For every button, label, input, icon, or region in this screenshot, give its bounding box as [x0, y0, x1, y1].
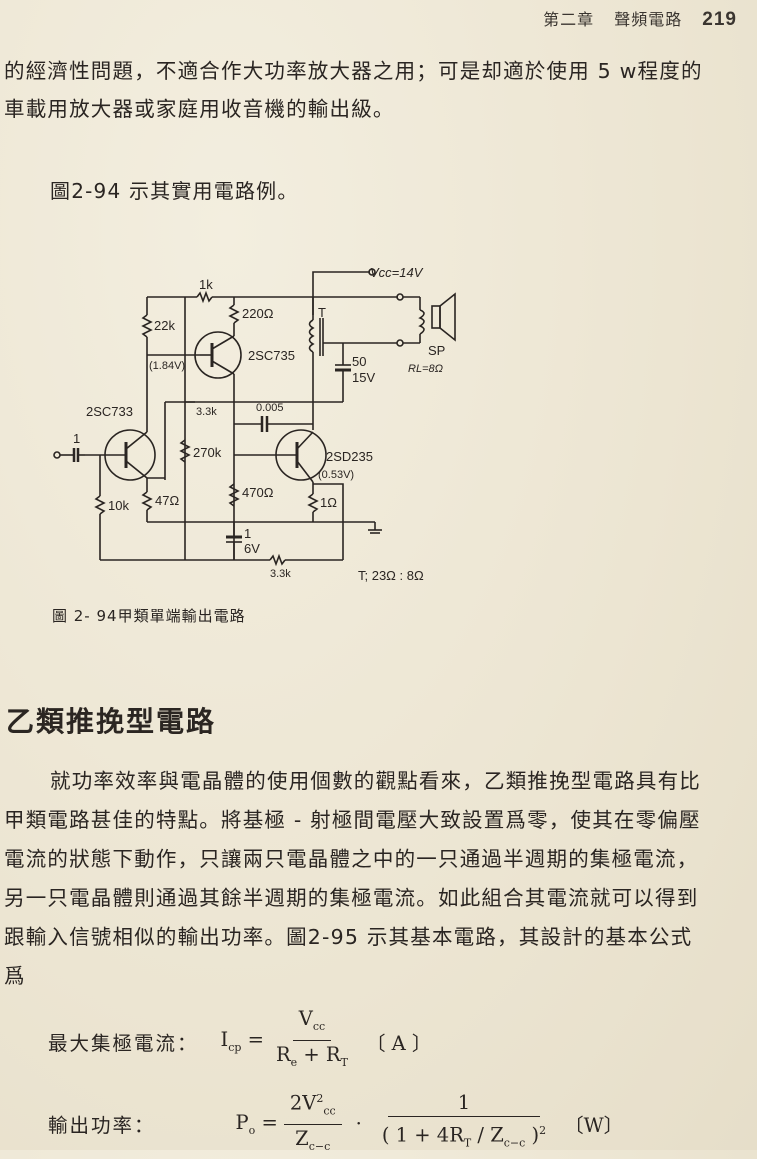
transistor-2sd235-label: 2SD235 [326, 449, 373, 464]
formula-label: 輸出功率： [48, 1114, 156, 1138]
unit: 〔 A 〕 [365, 1031, 432, 1055]
circuit-diagram: Vcc=14V 1k 220Ω 22k (1.84V) 2SC735 T 50 … [53, 265, 456, 583]
formula-lhs: Po = [235, 1110, 278, 1137]
chapter-number: 第二章 [543, 10, 595, 29]
resistor-22k-label: 22k [154, 318, 175, 333]
cap-0005-label: 0.005 [256, 402, 284, 414]
voltage-053-label: (0.53V) [318, 469, 354, 481]
resistor-270k-label: 270k [193, 445, 222, 460]
formula-output-power: 輸出功率： Po = 2V2cc Zc−c · 1 ( 1 + 4RT / Zc… [48, 1088, 623, 1159]
resistor-10k-label: 10k [108, 498, 129, 513]
resistor-3k3-bottom-label: 3.3k [270, 568, 291, 580]
figure-caption: 圖 2- 94甲類單端輸出電路 [52, 607, 246, 625]
transformer-ratio-label: T; 23Ω : 8Ω [358, 568, 424, 583]
section-title: 乙類推挽型電路 [6, 705, 217, 738]
formula-label: 最大集極電流： [48, 1031, 199, 1055]
transistor-2sc735-label: 2SC735 [248, 348, 295, 363]
transistor-2sc733-label: 2SC733 [86, 404, 133, 419]
resistor-470-label: 470Ω [242, 485, 274, 500]
text-line: 就功率效率與電晶體的使用個數的觀點看來，乙類推挽型電路具有比 [50, 769, 701, 793]
cap-15v-label: 15V [352, 370, 375, 385]
page-number: 219 [702, 9, 737, 30]
text-line: 跟輸入信號相似的輸出功率。圖2-95 示其基本電路，其設計的基本公式 [4, 925, 693, 949]
cap-6v-label: 6V [244, 541, 260, 556]
cap-1-label: 1 [244, 526, 251, 541]
formula-lhs: Icp = [220, 1028, 264, 1055]
section-paragraph: 就功率效率與電晶體的使用個數的觀點看來，乙類推挽型電路具有比 甲類電路甚佳的特點… [4, 762, 747, 996]
rl-label: RL=8Ω [408, 363, 443, 375]
text-line: 爲 [4, 964, 26, 988]
figure-intro: 圖2-94 示其實用電路例。 [50, 179, 299, 203]
formula-max-current: 最大集極電流： Icp = Vcc Re + RT 〔 A 〕 [48, 1008, 431, 1075]
cap-50-label: 50 [352, 354, 366, 369]
page-header: 第二章 聲頻電路 219 [543, 6, 737, 31]
resistor-3k3-top-label: 3.3k [196, 406, 217, 418]
fraction: 1 ( 1 + 4RT / Zc−c )2 [381, 1090, 547, 1150]
text-line: 的經濟性問題，不適合作大功率放大器之用；可是却適於使用 5 w程度的 [4, 59, 703, 83]
input-cap-label: 1 [73, 431, 80, 446]
text-line: 甲類電路甚佳的特點。將基極 - 射極間電壓大致設置爲零，使其在零偏壓 [4, 808, 701, 832]
transformer-label: T [318, 305, 326, 320]
resistor-220-label: 220Ω [242, 306, 274, 321]
text-line: 另一只電晶體則通過其餘半週期的集極電流。如此組合其電流就可以得到 [4, 886, 699, 910]
speaker-label: SP [428, 343, 445, 358]
unit: 〔W〕 [564, 1114, 624, 1138]
chapter-title: 聲頻電路 [614, 10, 683, 29]
resistor-1ohm-label: 1Ω [320, 495, 337, 510]
voltage-184-label: (1.84V) [149, 360, 185, 372]
vcc-label: Vcc=14V [370, 265, 424, 280]
text-line: 車載用放大器或家庭用收音機的輸出級。 [4, 97, 395, 121]
resistor-1k-label: 1k [199, 277, 213, 292]
fraction: Vcc Re + RT [275, 1007, 348, 1069]
intro-paragraph: 的經濟性問題，不適合作大功率放大器之用；可是却適於使用 5 w程度的 車載用放大… [4, 52, 747, 128]
fraction: 2V2cc Zc−c [283, 1088, 342, 1159]
text-line: 電流的狀態下動作，只讓兩只電晶體之中的一只通過半週期的集極電流， [4, 847, 699, 871]
resistor-47-label: 47Ω [155, 493, 179, 508]
